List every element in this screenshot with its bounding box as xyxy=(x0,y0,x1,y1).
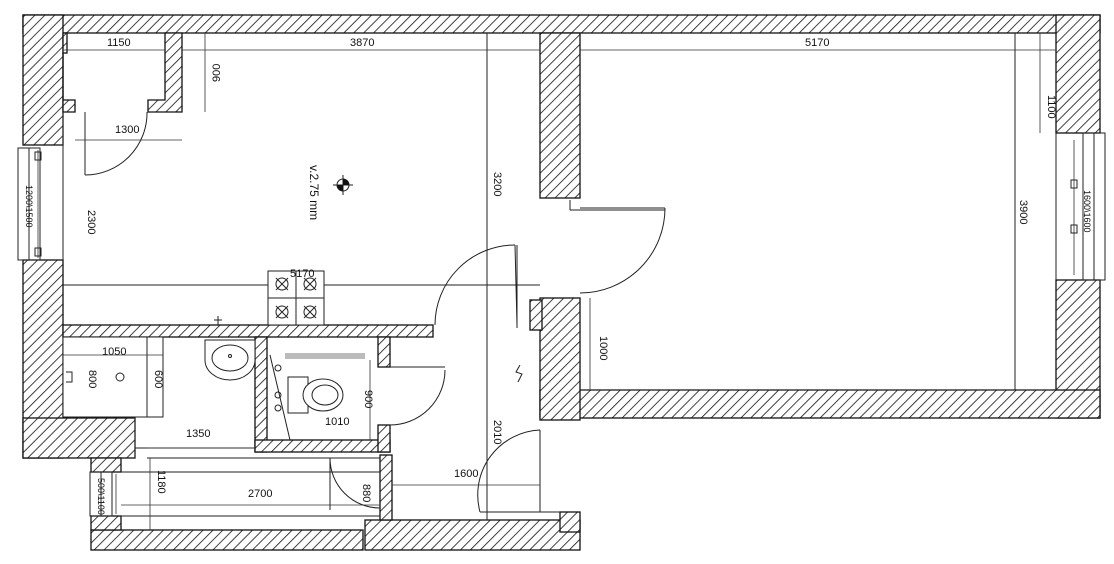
dim-1350: 1350 xyxy=(186,428,210,440)
labels: 1150 3870 5170 900 1100 1300 1200\1500 2… xyxy=(24,37,1092,515)
wall-wc-left xyxy=(254,336,268,453)
stove-icon xyxy=(267,270,325,326)
dim-3200: 3200 xyxy=(491,172,503,196)
wall-bottom-jamb xyxy=(559,511,581,533)
wall-wc-bottom xyxy=(254,439,391,453)
wall-partition-jamb xyxy=(529,299,543,331)
dim-500-1100: 500\1100 xyxy=(96,478,106,515)
electric-panel-icon xyxy=(515,364,523,383)
dim-2700: 2700 xyxy=(248,488,272,500)
wall-kitchen-bath xyxy=(62,324,434,338)
wall-closet-right xyxy=(147,32,183,113)
dim-800: 800 xyxy=(86,370,98,388)
wall-bottom-left xyxy=(90,529,364,551)
dim-1010: 1010 xyxy=(325,416,349,428)
wall-partition-lower xyxy=(539,297,581,421)
wall-corridor-right xyxy=(379,454,393,521)
wall-wc-right-lower xyxy=(377,424,391,453)
wall-partition-upper xyxy=(539,32,581,199)
wall-left-upper xyxy=(22,14,64,146)
wall-right-upper xyxy=(1055,14,1101,134)
door-kitchen-arc xyxy=(434,244,516,326)
dim-900-wc: 900 xyxy=(362,390,374,408)
doors xyxy=(84,111,666,513)
wall-closet-left xyxy=(62,53,76,113)
dim-1000: 1000 xyxy=(597,336,609,360)
wall-closet-corner xyxy=(62,32,68,54)
wall-bottom-right xyxy=(539,389,1101,419)
dim-1050: 1050 xyxy=(102,346,126,358)
ceiling-height-label: v.2.75 mm xyxy=(307,165,321,220)
dimension-lines xyxy=(63,33,1056,530)
dim-1600: 1600 xyxy=(454,468,478,480)
dim-2300: 2300 xyxy=(85,210,97,234)
dim-600: 600 xyxy=(152,370,164,388)
windows xyxy=(17,132,1106,517)
dim-900-top: 900 xyxy=(211,64,223,82)
wall-wc-right xyxy=(377,336,391,368)
toilet-icon xyxy=(269,353,365,441)
wall-left-bottom xyxy=(22,417,136,459)
kitchen-sink-icon xyxy=(66,371,125,383)
wall-top xyxy=(22,14,1101,34)
fixtures xyxy=(66,175,365,441)
dim-1200-1500: 1200\1500 xyxy=(24,185,34,228)
dim-2010: 2010 xyxy=(491,420,503,444)
dim-1100: 1100 xyxy=(1045,95,1057,119)
walls xyxy=(22,14,1101,551)
dim-1300: 1300 xyxy=(115,124,139,136)
dim-3900: 3900 xyxy=(1017,200,1029,224)
dim-880: 880 xyxy=(360,484,372,502)
dim-1600-1600: 1600\1600 xyxy=(1082,190,1092,233)
kitchen-cabinet xyxy=(62,336,164,418)
dim-3870: 3870 xyxy=(350,37,374,49)
wall-corridor-left2 xyxy=(90,515,122,531)
dim-5170-mid: 5170 xyxy=(290,268,314,280)
wall-bottom-mid xyxy=(364,519,581,551)
dim-5170-top: 5170 xyxy=(805,37,829,49)
washbasin-icon xyxy=(204,316,256,381)
dim-1150: 1150 xyxy=(107,37,131,49)
dim-1180: 1180 xyxy=(155,470,167,494)
wall-corridor-left xyxy=(90,457,122,473)
ceiling-point-icon xyxy=(333,175,353,195)
